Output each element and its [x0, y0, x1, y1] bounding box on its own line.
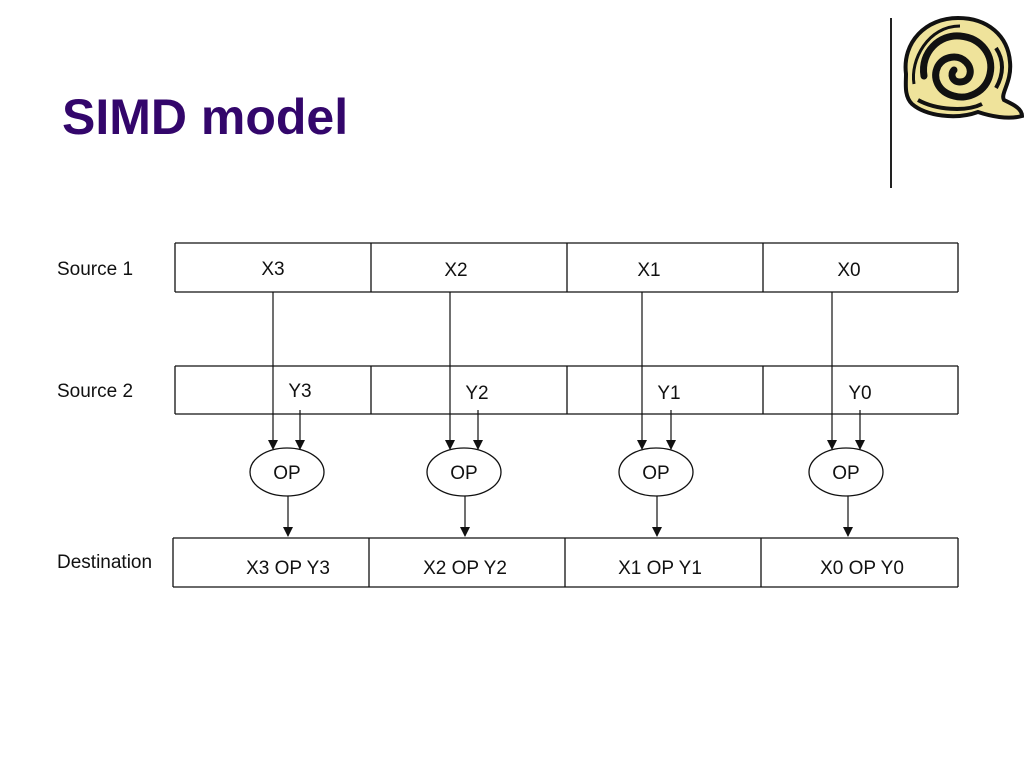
destination-cell-1: X2 OP Y2 — [423, 558, 507, 579]
source1-cell-x3: X3 — [261, 259, 284, 280]
op-label-3: OP — [832, 463, 859, 484]
source2-cell-y3: Y3 — [288, 381, 311, 402]
source2-cell-y1: Y1 — [657, 383, 680, 404]
spiral-shell-logo-icon — [903, 15, 1024, 120]
row-label-destination: Destination — [57, 552, 152, 573]
op-label-0: OP — [273, 463, 300, 484]
op-label-2: OP — [642, 463, 669, 484]
op-node-2: OP — [618, 447, 694, 497]
source2-register — [174, 365, 959, 415]
op-node-3: OP — [808, 447, 884, 497]
source2-cell-y2: Y2 — [465, 383, 488, 404]
source2-cell-y0: Y0 — [848, 383, 871, 404]
destination-register — [172, 537, 959, 588]
destination-cell-0: X3 OP Y3 — [246, 558, 330, 579]
op-node-1: OP — [426, 447, 502, 497]
destination-cell-3: X0 OP Y0 — [820, 558, 904, 579]
op-node-0: OP — [249, 447, 325, 497]
source1-cell-x2: X2 — [444, 260, 467, 281]
slide-title: SIMD model — [62, 89, 349, 145]
source1-register — [174, 242, 959, 293]
row-label-source2: Source 2 — [57, 381, 133, 402]
row-label-source1: Source 1 — [57, 259, 133, 280]
source1-cell-x0: X0 — [837, 260, 860, 281]
destination-cell-2: X1 OP Y1 — [618, 558, 702, 579]
source1-cell-x1: X1 — [637, 260, 660, 281]
title-divider-line — [890, 18, 892, 188]
op-label-1: OP — [450, 463, 477, 484]
